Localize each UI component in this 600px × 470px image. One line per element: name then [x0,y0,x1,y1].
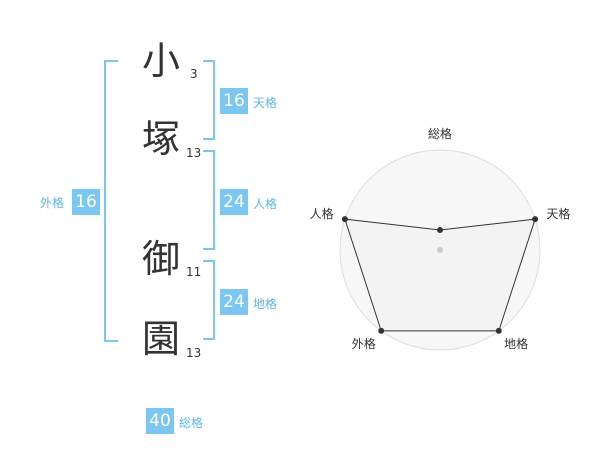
name-char-4: 園 [142,317,181,361]
stroke-count-3: 11 [186,265,202,279]
gaikaku-bracket [104,60,118,342]
radar-point-3 [378,327,385,334]
stroke-count-4: 13 [186,346,202,360]
radar-shape [344,218,536,332]
jinkaku-label: 人格 [253,197,278,211]
tenkaku-label: 天格 [253,96,278,110]
name-char-2: 塚 [142,117,181,161]
radar-point-0 [437,227,443,233]
radar-axis-label-0: 総格 [428,126,452,141]
radar-axis-label-4: 人格 [310,206,334,221]
gaikaku-label: 外格 [40,196,65,210]
chikaku-bracket [203,260,215,340]
radar-point-1 [532,216,539,223]
radar-point-4 [341,216,348,223]
gaikaku-value: 16 [72,189,100,215]
radar-center-dot [437,247,443,253]
name-char-3: 御 [142,237,181,281]
stroke-count-1: 3 [190,67,198,81]
radar-axis-label-3: 外格 [352,336,376,351]
chikaku-label: 地格 [253,297,278,311]
soukaku-label: 総格 [179,416,204,430]
tenkaku-bracket [203,60,215,140]
radar-axis-label-1: 天格 [546,206,570,221]
radar-points [341,216,539,334]
chikaku-value: 24 [220,289,248,315]
radar-axis-label-2: 地格 [504,336,528,351]
radar-point-2 [495,327,502,334]
soukaku-value: 40 [146,408,174,434]
stroke-count-2: 13 [186,146,202,160]
tenkaku-value: 16 [220,88,248,114]
jinkaku-value: 24 [220,189,248,215]
name-char-1: 小 [142,39,181,83]
jinkaku-bracket [203,150,215,250]
